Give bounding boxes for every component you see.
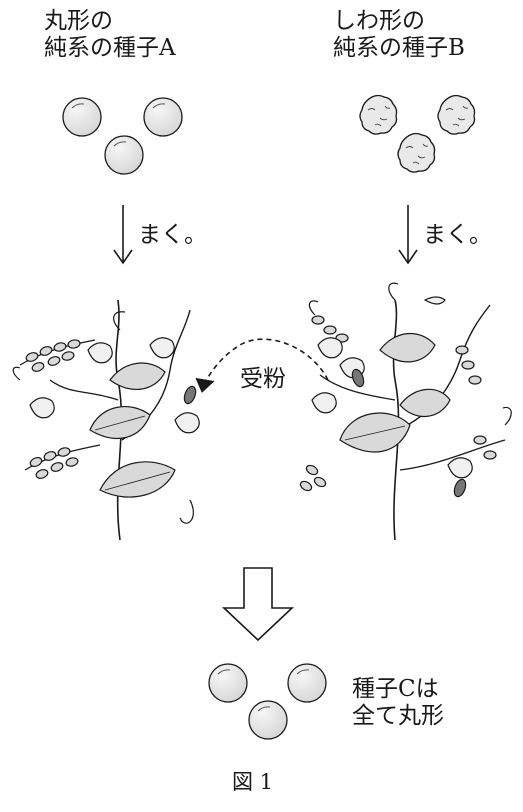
round-seed (209, 664, 247, 702)
wrinkled-seed (360, 96, 397, 135)
wrinkled-seed (398, 134, 435, 173)
round-seeds-a (63, 98, 182, 174)
wrinkled-seed (438, 96, 475, 135)
pea-plant-left (13, 300, 199, 540)
round-seed (288, 664, 326, 702)
round-seed (105, 136, 143, 174)
wrinkled-seeds-b (360, 96, 475, 173)
sow-arrow-left (114, 205, 132, 263)
round-seed (144, 98, 182, 136)
round-seed (63, 98, 101, 136)
round-seed (249, 701, 287, 739)
result-arrow (224, 568, 292, 640)
pea-plant-right (299, 283, 511, 540)
round-seeds-c (209, 664, 326, 739)
pollination-arrow (196, 339, 328, 392)
sow-arrow-right (399, 205, 417, 263)
